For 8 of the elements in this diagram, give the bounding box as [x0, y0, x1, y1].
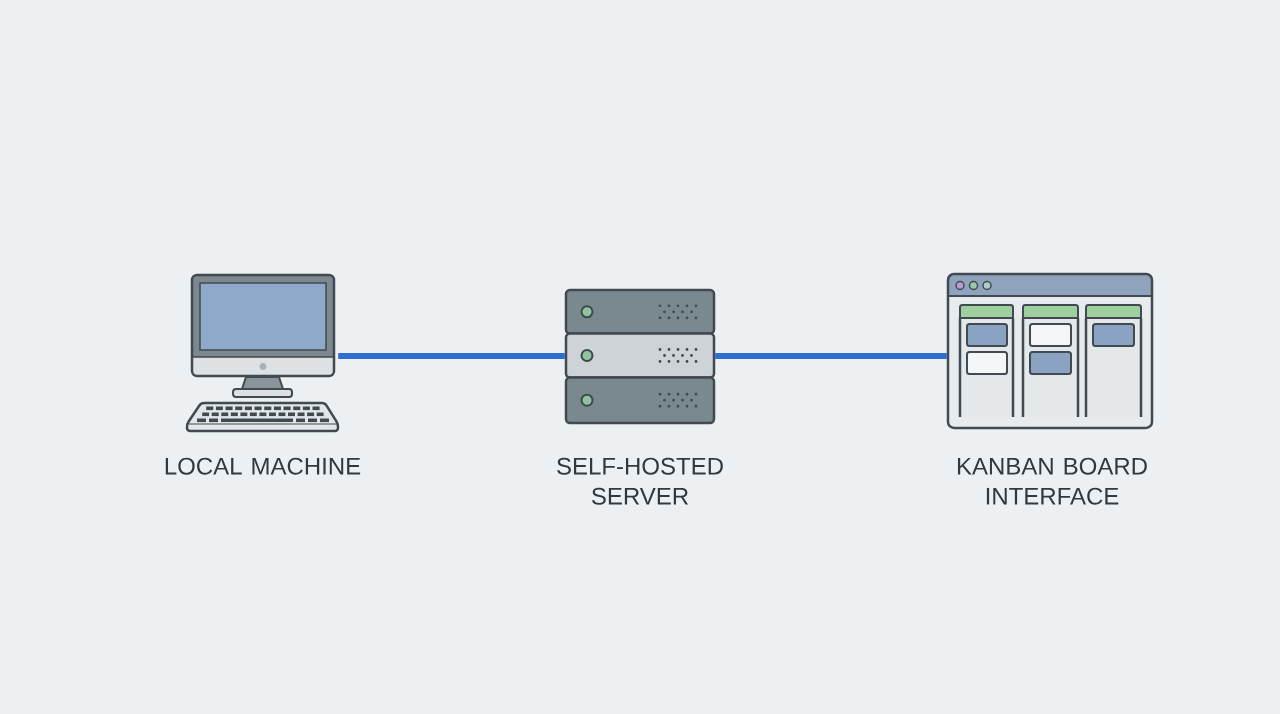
node-label: LOCAL MACHINE	[165, 457, 361, 475]
node-label: SELF-HOSTED SERVER	[557, 457, 723, 505]
server-rack-icon	[564, 288, 716, 425]
node-label: KANBAN BOARD INTERFACE	[957, 457, 1147, 505]
desktop-computer-icon	[185, 273, 340, 433]
browser-window-icon	[946, 272, 1154, 430]
connector-line	[715, 353, 947, 359]
connector-line	[338, 353, 565, 359]
